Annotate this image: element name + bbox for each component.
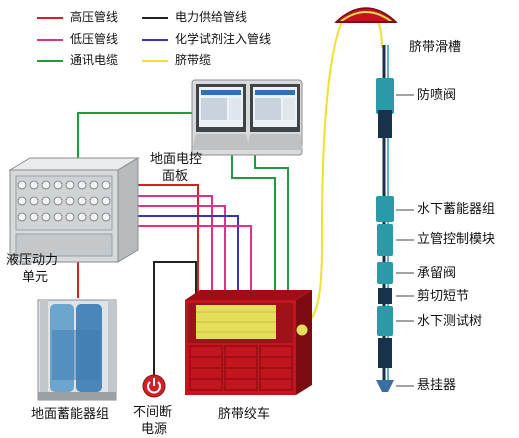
gauge-icon — [101, 180, 111, 190]
high-pressure-line — [133, 184, 199, 295]
gauge-icon — [41, 180, 51, 190]
label-surface-accumulator: 地面蓄能器组 — [31, 407, 110, 422]
legend-swatch-umbilical — [142, 60, 168, 62]
gauge-icon — [65, 196, 75, 206]
hanger-body — [376, 380, 394, 392]
gauge-icon — [77, 196, 87, 206]
gauge-icon — [29, 196, 39, 206]
legend-swatch-power — [142, 17, 168, 19]
gauge-icon — [17, 212, 27, 222]
gauge-icon — [65, 180, 75, 190]
low-pressure-line-3 — [133, 225, 252, 295]
gauge-icon — [53, 180, 63, 190]
legend-label-umbilical: 脐带缆 — [175, 53, 212, 67]
umbilical-sheave — [334, 7, 398, 23]
legend-label-chemical: 化学试剂注入管线 — [175, 32, 272, 46]
gauge-icon — [65, 212, 75, 222]
gauge-icon — [17, 180, 27, 190]
shear-sub-body — [378, 288, 392, 304]
label-surface-control-panel-1: 地面电控 — [150, 152, 203, 167]
blowout-valve-body — [376, 78, 394, 114]
label-umbilical-winch: 脐带绞车 — [218, 407, 271, 422]
subsea-test-string — [376, 45, 394, 392]
umbilical-winch — [185, 290, 312, 395]
ups-power-button — [142, 374, 166, 398]
gauge-icon — [101, 212, 111, 222]
gauge-icon — [77, 180, 87, 190]
legend-swatch-low-pressure — [37, 39, 63, 41]
gauge-icon — [17, 196, 27, 206]
label-riser-control-module: 立管控制模块 — [417, 232, 496, 247]
label-retainer-valve: 承留阀 — [417, 266, 457, 281]
surface-accumulator-rack — [37, 299, 117, 401]
label-subsea-accumulator: 水下蓄能器组 — [417, 202, 496, 217]
gauge-icon — [53, 212, 63, 222]
legend-swatch-chemical — [142, 39, 168, 41]
legend-label-high-pressure: 高压管线 — [70, 10, 119, 24]
gauge-icon — [77, 212, 87, 222]
label-hydraulic-unit-2: 单元 — [22, 270, 49, 285]
legend-label-low-pressure: 低压管线 — [70, 32, 119, 46]
label-blowout-valve: 防喷阀 — [417, 88, 457, 103]
label-hanger: 悬挂器 — [417, 378, 457, 393]
label-shear-sub: 剪切短节 — [417, 289, 470, 304]
legend-label-power: 电力供给管线 — [175, 10, 248, 24]
legend-swatch-high-pressure — [37, 17, 63, 19]
power-supply-line — [153, 261, 197, 375]
chemical-injection-line — [133, 215, 239, 295]
label-ups-2: 电源 — [141, 422, 168, 437]
gauge-icon — [53, 196, 63, 206]
leader-lines — [396, 94, 414, 387]
low-pressure-line-1 — [133, 195, 213, 295]
gauge-icon — [89, 212, 99, 222]
gauge-icon — [89, 196, 99, 206]
subsea-accumulator-body — [376, 196, 394, 222]
legend-label-comms: 通讯电缆 — [70, 53, 119, 67]
hydraulic-power-unit — [8, 157, 140, 263]
subsea-test-tree-body — [377, 306, 393, 336]
gauge-icon — [89, 180, 99, 190]
label-subsea-test-tree: 水下测试树 — [417, 314, 483, 329]
hpu-gauges — [17, 180, 111, 222]
gauge-icon — [41, 212, 51, 222]
legend-swatch-comms — [37, 60, 63, 62]
surface-control-panel — [191, 79, 303, 156]
gauge-icon — [101, 196, 111, 206]
gauge-icon — [29, 212, 39, 222]
umbilical-cable — [299, 15, 346, 329]
retainer-valve-body — [377, 262, 393, 284]
riser-control-module-body — [377, 224, 393, 256]
comms-cable-panel-to-winch-b — [254, 155, 289, 295]
comms-cable-panel-to-winch-a — [231, 155, 276, 295]
gauge-icon — [29, 180, 39, 190]
label-umbilical-sheave: 脐带滑槽 — [409, 40, 462, 55]
label-hydraulic-unit-1: 液压动力 — [6, 253, 59, 268]
label-ups-1: 不间断 — [133, 405, 173, 420]
label-surface-control-panel-2: 面板 — [162, 169, 189, 184]
gauge-icon — [41, 196, 51, 206]
low-pressure-line-2 — [133, 205, 226, 295]
comms-cable-hpu-to-panel — [77, 112, 192, 158]
